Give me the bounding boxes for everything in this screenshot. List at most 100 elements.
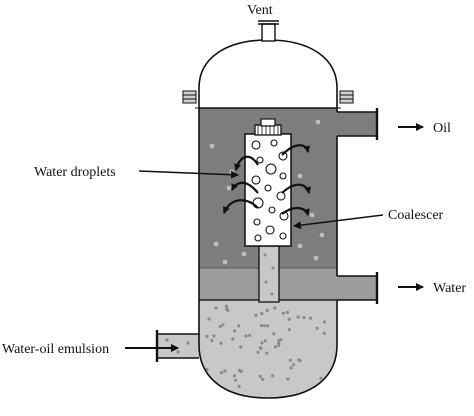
coalescer-pore bbox=[276, 191, 286, 201]
coalescer-pores bbox=[251, 139, 289, 242]
water-droplet bbox=[313, 255, 319, 261]
coalescer-element bbox=[244, 118, 292, 247]
emulsion-particle bbox=[263, 339, 267, 343]
emulsion-particle bbox=[210, 339, 214, 343]
emulsion-particle bbox=[223, 369, 227, 373]
emulsion-particle bbox=[279, 338, 283, 342]
emulsion-particle bbox=[232, 374, 237, 378]
emulsion-particle bbox=[237, 324, 241, 328]
emulsion-particle bbox=[266, 324, 270, 328]
coalescer-pore bbox=[253, 218, 261, 226]
emulsion-particle bbox=[286, 377, 290, 381]
emulsion-particle bbox=[271, 374, 275, 378]
emulsion-particle bbox=[176, 350, 180, 354]
emulsion-particle bbox=[256, 350, 260, 354]
emulsion-particle bbox=[258, 346, 262, 350]
emulsion-particle bbox=[224, 304, 228, 308]
coalescer-label: Coalescer bbox=[388, 208, 444, 223]
coalescer-pore bbox=[278, 151, 288, 161]
coalescer-pore bbox=[264, 184, 272, 192]
emulsion-particle bbox=[309, 316, 313, 320]
emulsion-particle bbox=[248, 333, 252, 337]
water-droplet bbox=[297, 173, 303, 179]
emulsion-particle bbox=[260, 341, 264, 345]
water-droplet bbox=[309, 212, 315, 218]
emulsion-label: Water-oil emulsion bbox=[2, 342, 109, 357]
emulsion-particle bbox=[285, 310, 290, 314]
water-droplet bbox=[229, 169, 235, 175]
water-droplet bbox=[222, 259, 228, 265]
water-droplet bbox=[209, 143, 215, 149]
water-droplet bbox=[297, 243, 303, 249]
emulsion-particle bbox=[281, 311, 285, 315]
emulsion-particle bbox=[287, 317, 291, 321]
water-droplet bbox=[319, 232, 325, 238]
droplet-flow-arrows bbox=[222, 144, 312, 216]
emulsion-particle bbox=[319, 376, 323, 380]
emulsion-particle bbox=[261, 377, 265, 381]
coalescer-pore bbox=[270, 139, 278, 147]
emulsion-particle bbox=[322, 331, 326, 335]
coalescer-pore bbox=[265, 163, 277, 175]
vent-nozzle bbox=[258, 20, 279, 42]
emulsion-particle bbox=[259, 323, 263, 328]
emulsion-particle bbox=[287, 328, 291, 332]
coalescer-pore bbox=[251, 175, 261, 185]
emulsion-particle bbox=[262, 324, 266, 328]
emulsion-particle bbox=[297, 358, 301, 362]
riser-pipe bbox=[258, 245, 280, 303]
head-flanges bbox=[182, 90, 354, 104]
coalescer-pore bbox=[256, 156, 264, 164]
emulsion-particle bbox=[322, 320, 327, 324]
emulsion-particle bbox=[315, 326, 319, 330]
water-droplet bbox=[226, 185, 232, 191]
emulsion-particle bbox=[277, 341, 281, 345]
emulsion-particle bbox=[237, 384, 241, 388]
coalescer-pore bbox=[254, 234, 262, 242]
oil-label: Oil bbox=[433, 121, 451, 136]
vent-label: Vent bbox=[247, 3, 273, 18]
emulsion-particle bbox=[225, 307, 229, 311]
emulsion-particles bbox=[165, 304, 327, 388]
riser-particle bbox=[264, 280, 268, 284]
coalescer-pointer bbox=[293, 214, 384, 230]
emulsion-particle bbox=[244, 334, 248, 338]
emulsion-particle bbox=[302, 315, 306, 320]
water-outlet bbox=[337, 272, 379, 304]
emulsion-particle bbox=[273, 306, 277, 310]
emulsion-inlet bbox=[155, 330, 199, 362]
emulsion-particle bbox=[233, 329, 237, 333]
oil-outlet bbox=[337, 108, 379, 140]
emulsion-particle bbox=[186, 341, 190, 345]
emulsion-particle bbox=[288, 358, 292, 362]
coalescer-pore bbox=[251, 140, 261, 150]
riser-particle bbox=[271, 266, 275, 270]
coalescer-pore bbox=[265, 225, 275, 235]
water-droplet bbox=[315, 119, 321, 125]
emulsion-particle bbox=[239, 345, 243, 349]
emulsion-particle bbox=[207, 317, 211, 321]
water-droplets-pointer bbox=[138, 170, 239, 179]
water-droplets-label: Water droplets bbox=[34, 165, 116, 180]
emulsion-particle bbox=[292, 363, 296, 367]
riser-particle bbox=[270, 292, 274, 296]
water-droplet bbox=[241, 251, 247, 257]
coalescer-pore bbox=[268, 206, 276, 214]
emulsion-particle bbox=[231, 337, 235, 341]
water-layer bbox=[199, 268, 377, 300]
coalescer-pore bbox=[279, 172, 287, 180]
emulsion-particle bbox=[214, 306, 218, 310]
emulsion-particle bbox=[258, 374, 262, 378]
emulsion-particle bbox=[272, 332, 276, 336]
emulsion-particle bbox=[212, 334, 216, 338]
emulsion-particle bbox=[165, 338, 169, 342]
emulsion-particle bbox=[277, 343, 281, 347]
emulsion-particle bbox=[289, 366, 293, 370]
emulsion-particle bbox=[265, 351, 269, 355]
emulsion-particle bbox=[205, 334, 209, 338]
emulsion-particle bbox=[254, 313, 258, 317]
water-label: Water bbox=[433, 281, 466, 296]
emulsion-particle bbox=[296, 315, 300, 319]
